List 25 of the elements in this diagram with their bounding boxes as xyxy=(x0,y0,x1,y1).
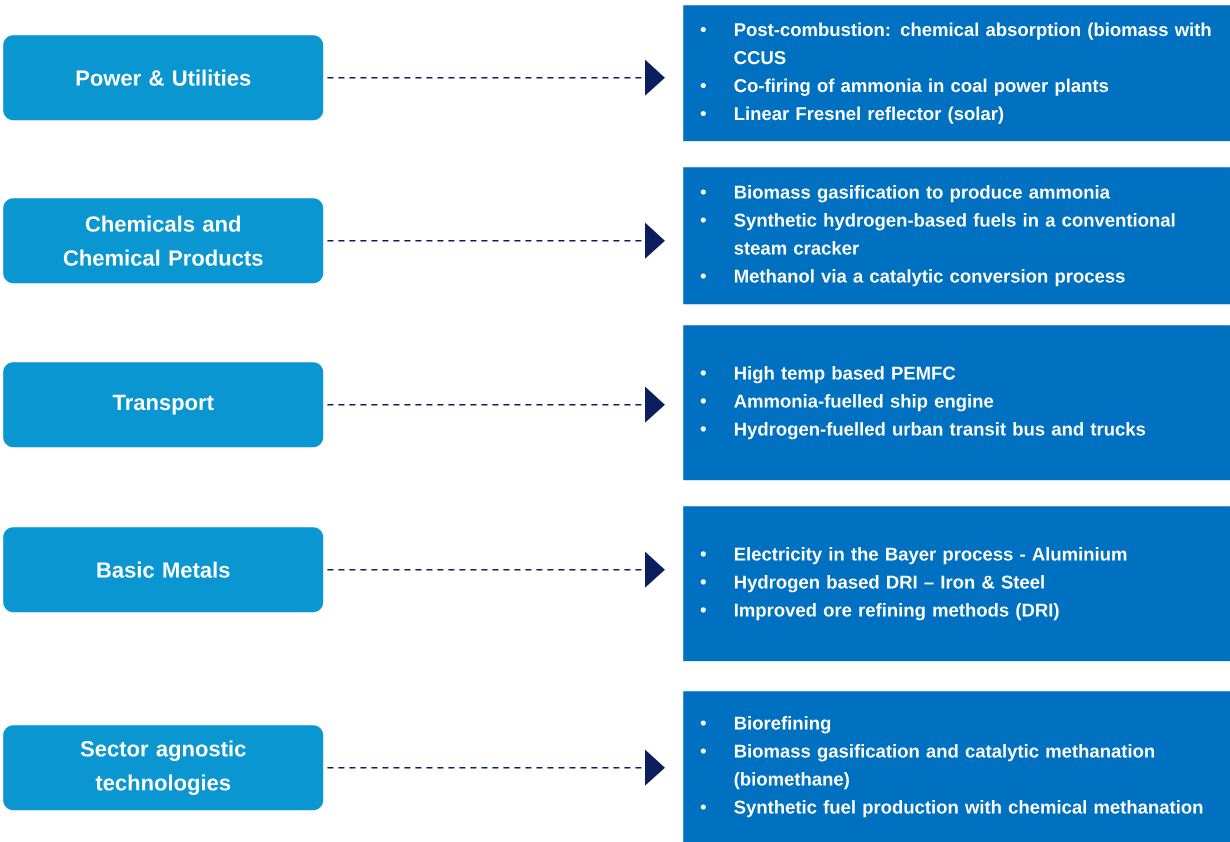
list-box xyxy=(683,691,1230,842)
bullet-item: Hydrogen-fuelled urban transit bus and trucks xyxy=(700,422,1146,440)
bullet-item: Linear Fresnel reflector (solar) xyxy=(700,106,1004,124)
bullet-item: Synthetic fuel production with chemical methanation xyxy=(700,800,1203,818)
list-box xyxy=(683,325,1230,481)
sector-box: Power & Utilities xyxy=(3,35,324,121)
sector-box: Transport xyxy=(3,362,324,448)
bullet-item: Electricity in the Bayer process - Aluminium xyxy=(700,547,1127,565)
bullet-item: Biomass gasification to produce ammonia xyxy=(700,185,1111,203)
bullet-item: Co-firing of ammonia in coal power plants xyxy=(700,78,1109,96)
bullet-item: Improved ore refining methods (DRI) xyxy=(700,603,1059,621)
bullet-item: Biorefining xyxy=(700,716,831,734)
list-box xyxy=(683,506,1230,662)
bullet-item: Synthetic hydrogen-based fuels in a conventional steam cracker xyxy=(700,213,1175,255)
bullet-item: Biomass gasification and catalytic methanation (biomethane) xyxy=(700,744,1155,790)
list-box xyxy=(683,5,1230,142)
sector-box: Basic Metals xyxy=(3,527,324,613)
bullet-item: Hydrogen based DRI – Iron & Steel xyxy=(700,575,1044,593)
sector-box: Sector agnostic technologies xyxy=(3,725,324,811)
bullet-item: High temp based PEMFC xyxy=(700,366,956,384)
bullet-item: Ammonia-fuelled ship engine xyxy=(700,394,994,412)
sector-box: Chemicals and Chemical Products xyxy=(3,198,324,284)
bullet-item: Methanol via a catalytic conversion process xyxy=(700,269,1125,287)
list-box xyxy=(683,167,1230,305)
bullet-item: Post-combustion: chemical absorption (biomass with CCUS xyxy=(700,22,1211,65)
